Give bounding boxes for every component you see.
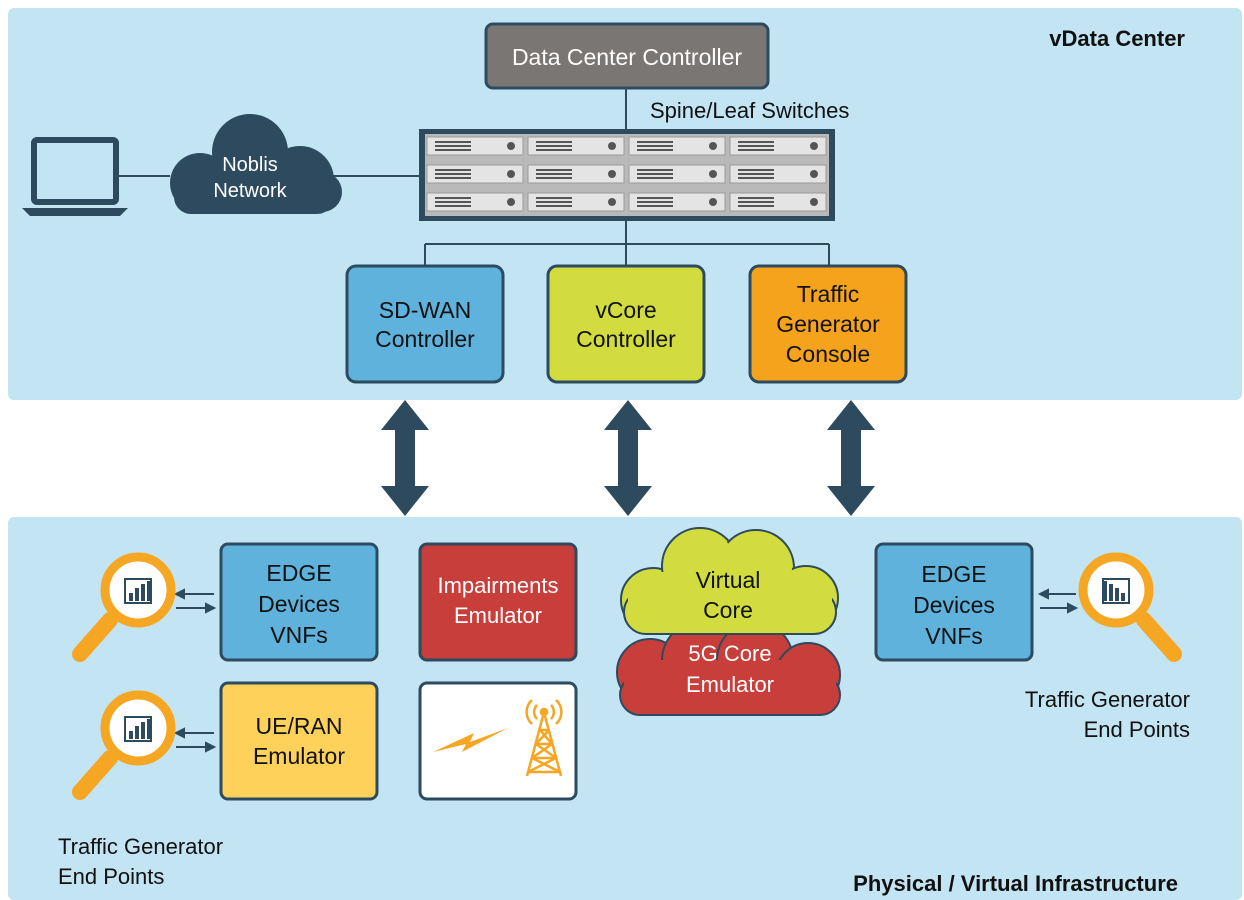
edge-devices-right-label: EDGE bbox=[921, 561, 986, 587]
traffic-generator-console-label-2: Generator bbox=[776, 311, 880, 337]
traffic-generator-console-label: Traffic bbox=[797, 281, 860, 307]
radio-tower-box[interactable] bbox=[418, 681, 578, 801]
traffic-generator-end-points-left-2: End Points bbox=[58, 864, 164, 889]
edge-devices-left-box[interactable] bbox=[219, 542, 379, 662]
vdata-center-title: vData Center bbox=[1049, 26, 1185, 51]
traffic-generator-end-points-left: Traffic Generator bbox=[58, 834, 223, 859]
noblis-network-cloud-icon bbox=[170, 114, 342, 214]
impairments-emulator-box[interactable] bbox=[418, 542, 578, 662]
small-arrows-left-bottom bbox=[173, 727, 217, 753]
data-center-controller-label: Data Center Controller bbox=[512, 44, 742, 70]
virtual-core-label: Virtual bbox=[696, 567, 761, 593]
sdwan-controller-box[interactable] bbox=[345, 264, 505, 384]
infrastructure-title: Physical / Virtual Infrastructure bbox=[853, 871, 1178, 896]
ue-ran-emulator-label-2: Emulator bbox=[253, 743, 345, 769]
radio-tower-icon bbox=[525, 699, 563, 777]
spine-leaf-switches-icon bbox=[419, 129, 835, 221]
small-arrows-left-top bbox=[173, 588, 217, 614]
edge-devices-left-label-3: VNFs bbox=[270, 622, 328, 648]
noblis-network-label-2: Network bbox=[213, 180, 287, 202]
edge-devices-left-label: EDGE bbox=[266, 560, 331, 586]
lightning-icon bbox=[433, 728, 508, 752]
sdwan-double-arrow-icon bbox=[381, 400, 429, 516]
impairments-emulator-label: Impairments bbox=[437, 573, 558, 598]
vcore-controller-label: vCore bbox=[595, 297, 656, 323]
5g-core-emulator-label-2: Emulator bbox=[686, 672, 774, 697]
data-center-controller-box[interactable] bbox=[484, 22, 770, 90]
edge-devices-right-label-2: Devices bbox=[913, 592, 995, 618]
ue-ran-emulator-label: UE/RAN bbox=[256, 713, 343, 739]
connector-lines bbox=[118, 86, 830, 266]
traffic-generator-console-label-3: Console bbox=[786, 341, 870, 367]
virtual-core-label-2: Core bbox=[703, 597, 753, 623]
vcore-controller-box[interactable] bbox=[546, 264, 706, 384]
sdwan-controller-label: SD-WAN bbox=[379, 297, 471, 323]
small-arrows-right bbox=[1037, 588, 1079, 614]
edge-devices-right-label-3: VNFs bbox=[925, 623, 983, 649]
virtual-core-cloud-fill bbox=[628, 530, 832, 630]
edge-devices-right-box[interactable] bbox=[874, 542, 1034, 662]
traffic-generator-end-points-right-2: End Points bbox=[1084, 717, 1190, 742]
vcore-controller-label-2: Controller bbox=[576, 326, 676, 352]
laptop-icon bbox=[22, 137, 128, 216]
traffic-generator-end-points-right: Traffic Generator bbox=[1025, 687, 1190, 712]
ue-ran-emulator-box[interactable] bbox=[219, 681, 379, 801]
sdwan-controller-label-2: Controller bbox=[375, 326, 475, 352]
vcore-double-arrow-icon bbox=[604, 400, 652, 516]
spine-leaf-label: Spine/Leaf Switches bbox=[650, 98, 849, 123]
edge-devices-left-label-2: Devices bbox=[258, 591, 340, 617]
impairments-emulator-label-2: Emulator bbox=[454, 603, 542, 628]
traffic-double-arrow-icon bbox=[827, 400, 875, 516]
5g-core-emulator-label: 5G Core bbox=[688, 641, 771, 666]
traffic-generator-console-box[interactable] bbox=[748, 264, 908, 384]
noblis-network-label: Noblis bbox=[222, 154, 278, 176]
5g-core-cloud-fill bbox=[624, 660, 836, 710]
